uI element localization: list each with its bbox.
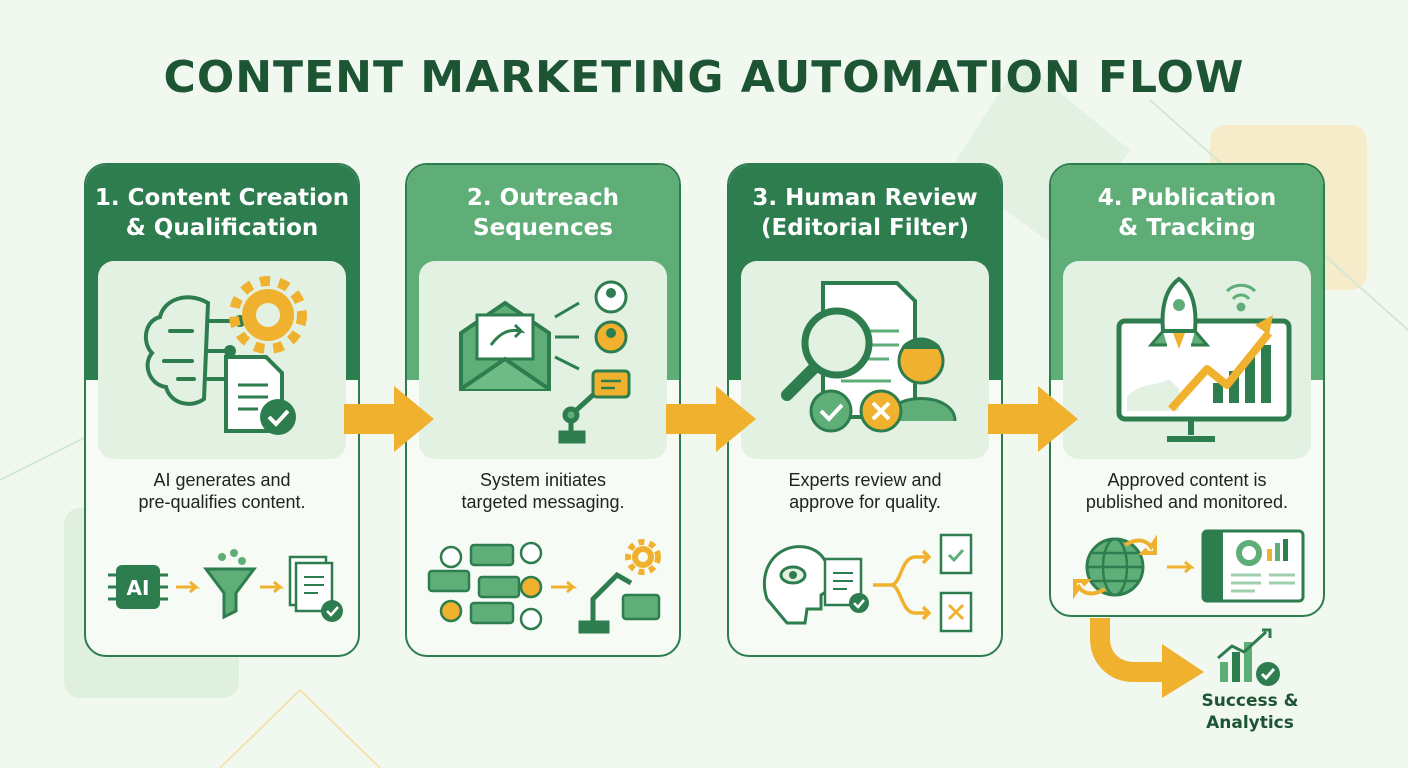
rejected-document-icon [939, 591, 973, 633]
bar-chart-icon [1213, 345, 1271, 403]
outreach-arrows-icon [554, 301, 580, 371]
step-title: 1. Content Creation & Qualification [94, 185, 350, 241]
check-circle-icon [260, 399, 296, 435]
step-title: 4. Publication & Tracking [1097, 185, 1277, 241]
step-illustration [1063, 261, 1311, 459]
robot-arm-icon [578, 571, 633, 634]
magnifier-icon [781, 307, 873, 401]
step-process-strip [737, 527, 993, 637]
flow-arrow-2-to-3 [666, 386, 756, 452]
step-description: AI generates and pre-qualifies content. [138, 470, 306, 512]
step-illustration [741, 261, 989, 459]
ai-chip-icon: AI [108, 565, 168, 609]
head-eye-icon [762, 545, 831, 625]
step-title: 2. Outreach Sequences [466, 185, 620, 241]
user-avatar-icon [594, 280, 628, 354]
flow-arrow-1-to-2 [344, 386, 434, 452]
step-card-outreach: 2. Outreach Sequences [405, 163, 681, 657]
ai-chip-label: AI [127, 576, 150, 600]
envelope-icon [459, 300, 551, 391]
approved-document-icon [939, 533, 973, 575]
reviewer-avatar-icon [885, 337, 957, 422]
rocket-icon [1147, 276, 1211, 349]
globe-icon [1073, 534, 1157, 600]
step-illustration [419, 261, 667, 459]
flow-arrow-3-to-4 [988, 386, 1078, 452]
approve-icon [809, 389, 853, 433]
step-description: Experts review and approve for quality. [788, 470, 942, 512]
chat-bubble-icon [621, 593, 661, 621]
step-illustration [98, 261, 346, 459]
chat-bubble-icon [591, 369, 631, 399]
step-description: Approved content is published and monito… [1085, 470, 1289, 512]
step-card-content-creation: 1. Content Creation & Qualification [84, 163, 360, 657]
document-stack-icon [288, 555, 343, 622]
message-grid-icon [427, 541, 543, 631]
step-process-strip [1059, 527, 1315, 615]
reject-icon [859, 389, 903, 433]
dashboard-icon [1201, 529, 1305, 603]
step-process-strip: AI [94, 527, 350, 637]
wifi-icon [1225, 283, 1257, 312]
funnel-icon [203, 549, 257, 620]
branch-arrows-icon [873, 549, 932, 621]
step-title: 3. Human Review (Editorial Filter) [752, 185, 978, 241]
gear-icon [229, 276, 307, 354]
step-card-publication: 4. Publication & Tracking [1049, 163, 1325, 617]
outcome-label: Success & Analytics [1201, 691, 1299, 733]
step-card-human-review: 3. Human Review (Editorial Filter) [727, 163, 1003, 657]
page-title: CONTENT MARKETING AUTOMATION FLOW [163, 52, 1245, 103]
robot-arm-icon [558, 393, 595, 444]
growth-arrow-icon [1168, 315, 1273, 412]
analytics-chart-icon [1217, 628, 1280, 686]
step-process-strip [415, 527, 671, 637]
flow-arrow-to-outcome [1090, 618, 1204, 698]
document-icon [823, 557, 869, 613]
gear-icon [625, 539, 661, 575]
step-description: System initiates targeted messaging. [461, 470, 625, 512]
